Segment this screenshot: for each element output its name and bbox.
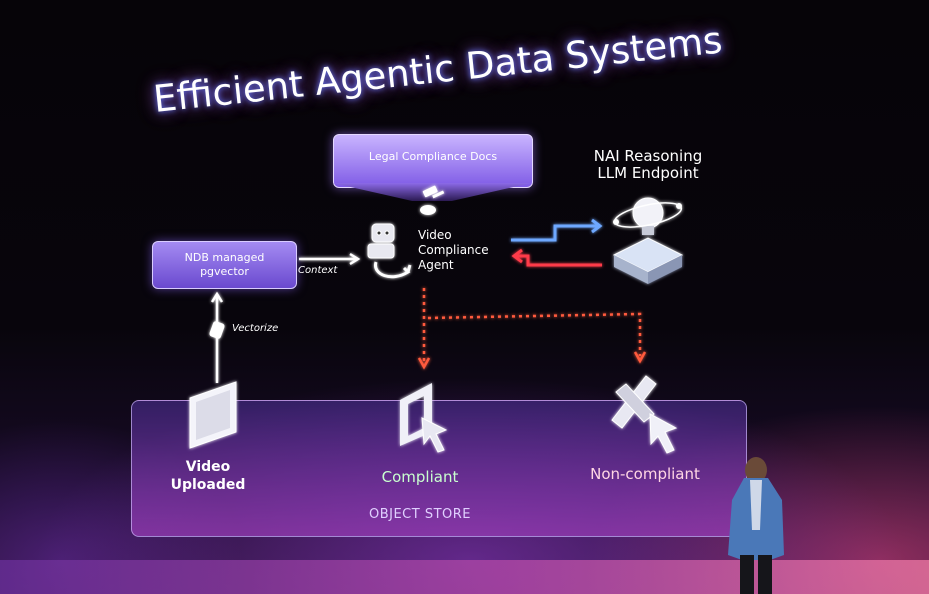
context-arrow [299,252,361,266]
agent-label-line2: Compliance [418,243,489,257]
ndb-label-line2: pgvector [200,265,249,278]
robot-agent-icon [367,223,412,279]
dotted-arrowheads [417,351,647,370]
ndb-label-line1: NDB managed [184,251,265,264]
legal-compliance-docs-box: Legal Compliance Docs [333,134,533,188]
gavel-icon [420,185,445,215]
vectorize-arrow [210,291,224,383]
context-edge-label: Context [298,265,338,276]
compliant-label: Compliant [381,468,459,486]
object-store-label: OBJECT STORE [368,507,472,522]
nai-label-line1: NAI Reasoning [593,147,703,165]
video-label-line2: Uploaded [170,477,246,493]
stage-floor [0,560,929,594]
non-compliant-x-icon [611,375,678,454]
nai-reasoning-endpoint-label: NAI Reasoning LLM Endpoint [578,148,718,182]
compliant-cursor-icon [400,383,448,453]
request-arrow [511,218,603,242]
presenter-figure [728,457,784,594]
dotted-decision-arrows [422,288,642,362]
reasoning-lightbulb-icon [612,197,684,284]
vectorize-icon [209,321,225,339]
video-label-line1: Video [185,459,231,475]
vectorize-edge-label: Vectorize [232,323,279,334]
non-compliant-label: Non-compliant [590,465,700,483]
nai-label-line2: LLM Endpoint [597,164,699,182]
agent-label-line3: Agent [418,258,454,272]
response-arrow [511,248,602,267]
video-file-icon [189,381,237,449]
ndb-pgvector-box: NDB managed pgvector [152,241,297,289]
agent-label-line1: Video [418,228,452,242]
video-uploaded-label: Video Uploaded [158,458,258,494]
video-compliance-agent-label: Video Compliance Agent [418,228,508,273]
